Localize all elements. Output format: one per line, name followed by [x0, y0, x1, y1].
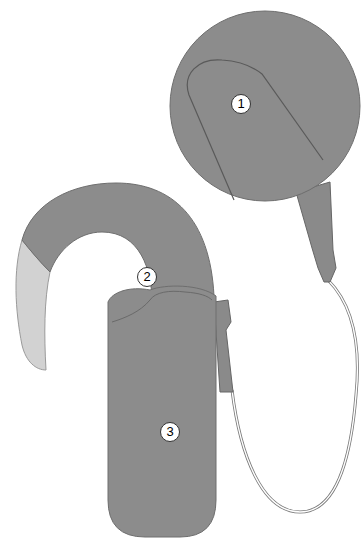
coil-connector — [296, 182, 336, 282]
coil-inner-outline — [187, 60, 323, 200]
cable-plug — [214, 300, 233, 392]
callout-number: 2 — [137, 267, 157, 287]
callout-number: 1 — [231, 94, 251, 114]
cable-outline — [232, 280, 357, 512]
cable — [232, 280, 357, 512]
coil-disk — [170, 11, 360, 201]
processor-body — [108, 286, 216, 537]
body-seam — [112, 291, 212, 322]
earhook — [22, 183, 214, 302]
callout-number: 3 — [160, 422, 180, 442]
